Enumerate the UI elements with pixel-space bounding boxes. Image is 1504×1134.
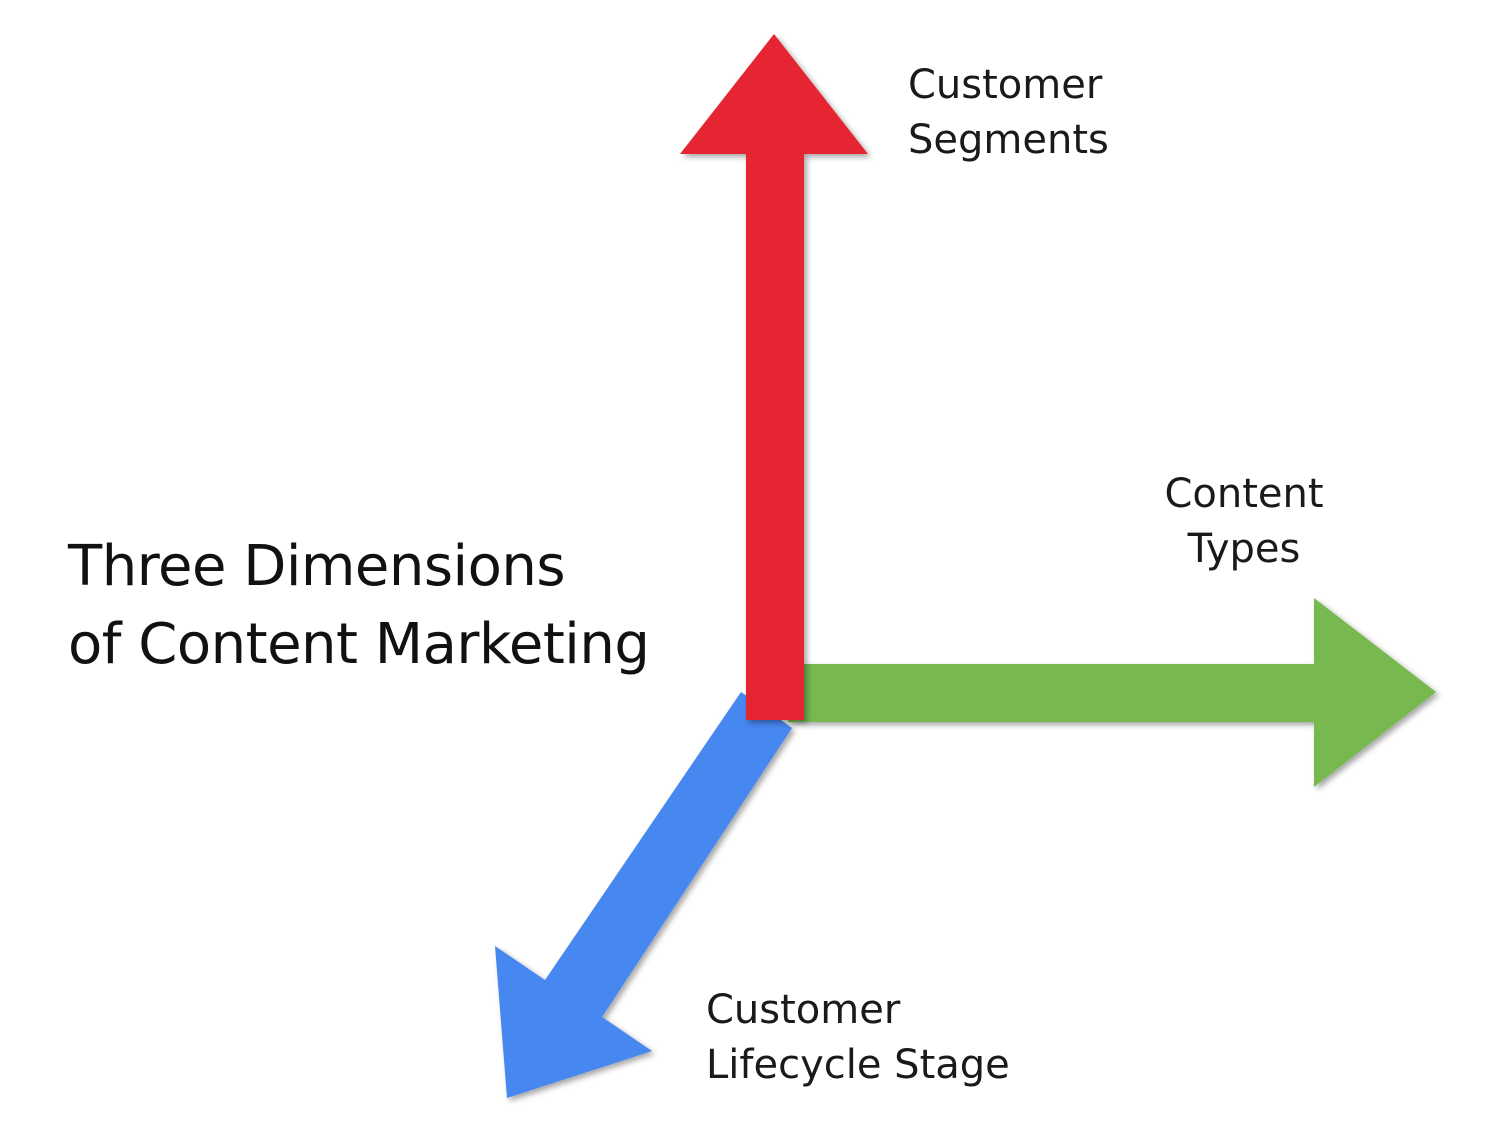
- customer-lifecycle-label: Customer Lifecycle Stage: [706, 983, 1010, 1093]
- segments-label-line-2: Segments: [908, 117, 1109, 163]
- types-label-line-1: Content: [1164, 471, 1324, 517]
- title-line-2: of Content Marketing: [68, 612, 650, 677]
- lifecycle-arrow: [495, 692, 792, 1098]
- types-label-line-2: Types: [1187, 526, 1301, 572]
- lifecycle-label-line-1: Customer: [706, 987, 901, 1033]
- segments-label-line-1: Customer: [908, 62, 1103, 108]
- title-line-1: Three Dimensions: [68, 534, 566, 599]
- content-types-label: Content Types: [1140, 467, 1348, 577]
- diagram-title: Three Dimensions of Content Marketing: [68, 528, 650, 684]
- content-types-arrow: [788, 598, 1436, 787]
- customer-segments-label: Customer Segments: [908, 58, 1109, 168]
- segments-arrow: [680, 34, 868, 720]
- lifecycle-label-line-2: Lifecycle Stage: [706, 1042, 1010, 1088]
